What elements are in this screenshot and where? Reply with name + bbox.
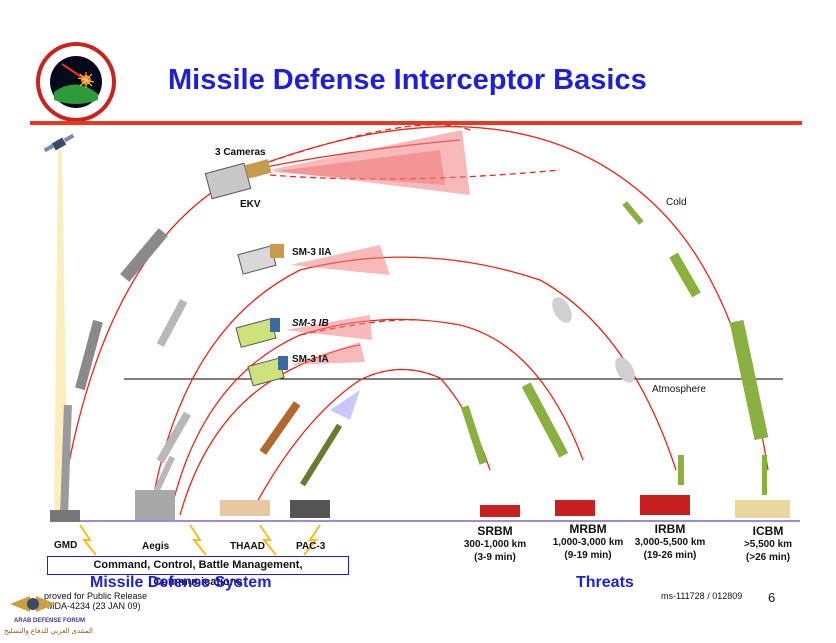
aegis-ship bbox=[135, 490, 175, 520]
gmd-missile-2 bbox=[75, 319, 103, 391]
comm-bolt-4 bbox=[303, 524, 321, 556]
mrbm-missile bbox=[521, 382, 569, 458]
icbm-missile-4 bbox=[762, 455, 767, 495]
system-gmd: GMD bbox=[54, 540, 78, 551]
watermark-text-1: ARAB DEFENSE FORUM bbox=[14, 618, 86, 624]
icbm-silo bbox=[735, 500, 790, 518]
rv-2 bbox=[615, 357, 635, 383]
gmd-missile-3 bbox=[120, 228, 168, 282]
srbm-missile bbox=[460, 405, 488, 465]
icbm-dashed bbox=[259, 124, 471, 166]
ekv-cone-2 bbox=[270, 150, 445, 185]
label-3-cameras: 3 Cameras bbox=[215, 147, 266, 158]
threat-time: (3-9 min) bbox=[474, 552, 516, 563]
system-pac3: PAC-3 bbox=[296, 541, 326, 552]
section-missile-defense-system: Missile Defense System bbox=[90, 574, 272, 591]
threat-time: (>26 min) bbox=[745, 552, 791, 563]
mrbm-trajectory bbox=[169, 318, 584, 516]
gmd-dashed bbox=[269, 169, 561, 180]
rv-1 bbox=[552, 297, 572, 323]
comm-bolt-3 bbox=[259, 524, 277, 556]
threat-srbm: SRBM 300-1,000 km (3-9 min) bbox=[460, 524, 530, 564]
mda-logo bbox=[36, 42, 116, 122]
label-sm3-2a: SM-3 IIA bbox=[292, 247, 332, 258]
aegis-missile-3 bbox=[150, 455, 176, 500]
sm3-1a-cone bbox=[290, 342, 365, 365]
label-cold: Cold bbox=[666, 197, 687, 208]
sm3-2a-cone bbox=[290, 245, 390, 275]
label-atmosphere: Atmosphere bbox=[652, 384, 706, 395]
ekv-cone-1 bbox=[270, 130, 470, 195]
icbm-missile-2 bbox=[669, 252, 701, 298]
threat-name: ICBM bbox=[752, 524, 784, 538]
irbm-launcher bbox=[640, 495, 690, 515]
pac3-missile bbox=[299, 423, 343, 487]
release-line-1: proved for Public Release bbox=[44, 591, 148, 601]
sm3-1a-kv bbox=[247, 356, 288, 387]
sm3-1b-kv bbox=[235, 318, 280, 348]
icbm-missile-1 bbox=[622, 201, 644, 225]
threat-time: (9-19 min) bbox=[564, 550, 612, 561]
comm-bolt-1 bbox=[79, 524, 97, 556]
mrbm-launcher bbox=[555, 500, 595, 516]
threat-range: >5,500 km bbox=[743, 539, 793, 550]
threat-range: 300-1,000 km bbox=[463, 539, 527, 550]
document-code: ms-111728 / 012809 bbox=[661, 591, 743, 601]
watermark-text-2: المنتدى العربي للدفاع والتسليح bbox=[4, 628, 93, 635]
irbm-missile bbox=[678, 455, 684, 485]
comm-bolt-2 bbox=[189, 524, 207, 556]
sm3-1b-cone bbox=[285, 315, 372, 340]
label-ekv: EKV bbox=[240, 199, 261, 210]
aegis-missile-2 bbox=[156, 411, 191, 464]
satellite-icon bbox=[43, 133, 75, 153]
ekv-vehicle bbox=[204, 159, 272, 200]
gmd-silo bbox=[50, 510, 80, 522]
srbm-dashed bbox=[359, 368, 441, 381]
srbm-launcher bbox=[480, 505, 520, 517]
aegis-missile-1 bbox=[156, 299, 188, 347]
threat-mrbm: MRBM 1,000-3,000 km (9-19 min) bbox=[546, 522, 630, 562]
threat-icbm: ICBM >5,500 km (>26 min) bbox=[732, 524, 804, 564]
threat-name: MRBM bbox=[569, 522, 607, 536]
section-threats: Threats bbox=[576, 574, 634, 591]
threat-name: SRBM bbox=[477, 524, 513, 538]
srbm-trajectory bbox=[249, 368, 491, 516]
threat-name: IRBM bbox=[654, 522, 686, 536]
label-sm3-1a: SM-3 IA bbox=[292, 354, 329, 365]
irbm-trajectory bbox=[149, 256, 677, 516]
label-sm3-1b: SM-3 IB bbox=[292, 318, 329, 329]
thaad-launcher bbox=[220, 500, 270, 516]
thaad-missile bbox=[259, 401, 301, 455]
sm3-2a-kv bbox=[237, 244, 284, 275]
threat-irbm: IRBM 3,000-5,500 km (19-26 min) bbox=[628, 522, 712, 562]
threat-range: 3,000-5,500 km bbox=[634, 537, 706, 548]
pac3-cone bbox=[330, 390, 360, 420]
page-number: 6 bbox=[768, 590, 776, 605]
pac3-launcher bbox=[290, 500, 330, 518]
release-line-2: -MDA-4234 (23 JAN 09) bbox=[44, 601, 141, 611]
title-underline bbox=[30, 121, 802, 125]
threat-time: (19-26 min) bbox=[643, 550, 697, 561]
system-thaad: THAAD bbox=[230, 541, 265, 552]
system-aegis: Aegis bbox=[142, 541, 170, 552]
icbm-missile-3 bbox=[729, 319, 769, 441]
threat-range: 1,000-3,000 km bbox=[552, 537, 624, 548]
page-title: Missile Defense Interceptor Basics bbox=[168, 64, 647, 96]
c2bmc-box: Command, Control, Battle Management, Com… bbox=[47, 556, 349, 588]
gmd-missile-1 bbox=[60, 404, 72, 516]
forum-watermark-icon bbox=[10, 596, 56, 612]
